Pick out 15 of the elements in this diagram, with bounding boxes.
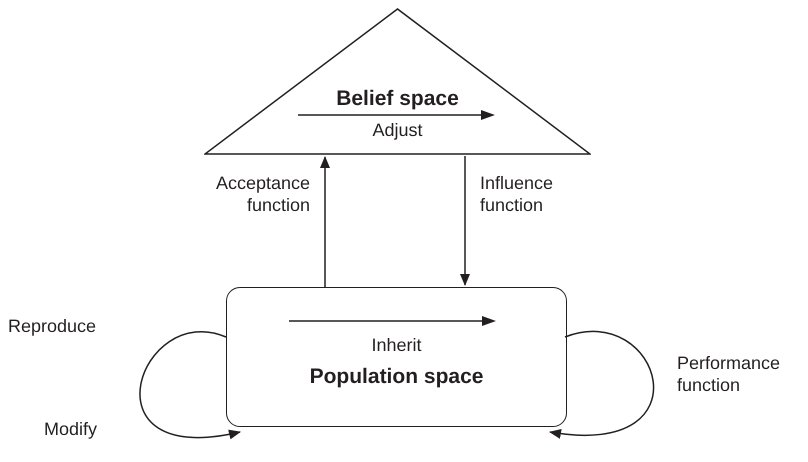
arrow bbox=[320, 156, 330, 287]
edge-label: Acceptance function bbox=[216, 173, 310, 215]
text-label: Modify bbox=[44, 418, 98, 440]
arrow bbox=[549, 330, 654, 438]
arrow bbox=[460, 156, 470, 286]
triangle-shape bbox=[204, 8, 591, 155]
arrow bbox=[140, 331, 241, 439]
node-text: Adjust bbox=[372, 120, 423, 140]
edge-label: Performance function bbox=[677, 353, 780, 395]
node-text: Inherit bbox=[371, 335, 422, 355]
edge-label: Reproduce bbox=[8, 316, 96, 336]
edge-label: Influence function bbox=[480, 173, 554, 215]
node-title: Population space bbox=[310, 365, 484, 388]
node-title: Belief space bbox=[336, 87, 459, 110]
rounded-box bbox=[226, 287, 567, 427]
